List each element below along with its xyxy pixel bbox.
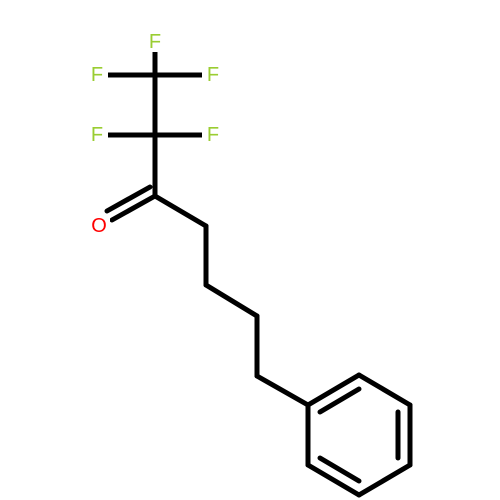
label-bg bbox=[202, 123, 224, 147]
bond-c3-o-2 bbox=[104, 184, 153, 214]
atom-label-f-upper-left: F bbox=[91, 64, 103, 86]
bond-c7-ring bbox=[254, 373, 311, 408]
bond-c3-o-1 bbox=[109, 193, 158, 223]
atom-label-layer: F F F F F O bbox=[86, 28, 224, 238]
label-bg bbox=[86, 63, 108, 87]
atom-label-f-lower-left: F bbox=[91, 124, 103, 146]
label-bg bbox=[86, 123, 108, 147]
benzene-ring bbox=[305, 372, 413, 498]
label-bg bbox=[144, 28, 166, 52]
atom-label-oxygen: O bbox=[91, 215, 107, 237]
atom-label-f-upper-right: F bbox=[207, 64, 219, 86]
atom-label-f-top: F bbox=[149, 31, 161, 53]
atom-label-f-lower-right: F bbox=[207, 124, 219, 146]
ring-bond-4 bbox=[356, 462, 413, 498]
ring-bond-5 bbox=[305, 462, 362, 498]
ring-bond-2 bbox=[356, 372, 413, 408]
bond-c5-c6 bbox=[203, 282, 260, 319]
ring-inner-bond-a bbox=[317, 386, 362, 415]
label-bg bbox=[202, 63, 224, 87]
bond-layer bbox=[104, 45, 413, 498]
ring-bond-1 bbox=[305, 372, 362, 408]
ring-inner-bond-c bbox=[317, 455, 362, 484]
bond-c3-c4 bbox=[152, 193, 209, 229]
label-bg bbox=[88, 214, 110, 238]
